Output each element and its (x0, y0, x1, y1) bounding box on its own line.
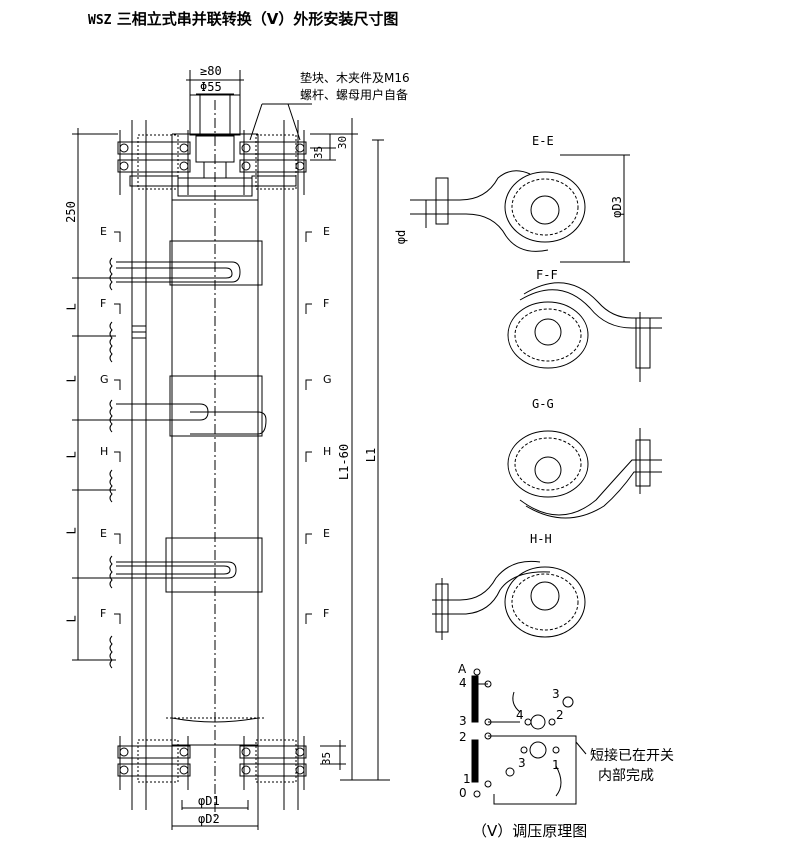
schem-3: 3 (459, 714, 467, 728)
note-line-2: 螺杆、螺母用户自备 (300, 88, 409, 102)
section-FF (507, 282, 662, 382)
dim-L-1: L (64, 303, 79, 311)
schem-2: 2 (459, 730, 467, 744)
schem-c2: 2 (556, 708, 564, 722)
model-code: WSZ (88, 13, 112, 28)
dim-35-bottom: 35 (320, 751, 334, 766)
dimension-lines (72, 70, 390, 830)
section-HH (432, 560, 586, 640)
schem-note-line-2: 内部完成 (598, 768, 654, 784)
sec-G-left: G (100, 373, 109, 386)
sec-H-right: H (323, 445, 332, 458)
dim-phi55: Φ55 (200, 80, 222, 94)
schem-0: 0 (459, 786, 467, 800)
front-view (109, 94, 307, 820)
section-title-HH: H-H (530, 532, 552, 546)
sec-E2-left: E (100, 527, 107, 540)
title-text: 三相立式串并联转换（V）外形安装尺寸图 (116, 10, 399, 28)
dim-L-3: L (64, 451, 79, 459)
dim-L-5: L (64, 615, 79, 623)
note-text: 垫块、木夹件及M16 螺杆、螺母用户自备 (300, 70, 410, 104)
switch-cylinder (165, 100, 266, 820)
dim-phiD3: φD3 (609, 196, 624, 218)
note-line-1: 垫块、木夹件及M16 (300, 71, 410, 85)
dim-L-4: L (64, 527, 79, 535)
top-right-clamp (239, 130, 307, 195)
dim-ge80: ≥80 (200, 64, 222, 78)
sec-E2-right: E (323, 527, 330, 540)
section-markers (114, 231, 312, 624)
sec-E-right: E (323, 225, 330, 238)
drawing-title: WSZ 三相立式串并联转换（V）外形安装尺寸图 (88, 8, 398, 29)
dim-35-top: 35 (312, 145, 326, 160)
support-rods (131, 120, 299, 810)
schem-c4: 4 (516, 708, 524, 722)
dim-250: 250 (63, 201, 78, 223)
top-left-clamp (117, 130, 191, 195)
schem-c3b: 3 (518, 756, 526, 770)
schem-c3: 3 (552, 687, 560, 701)
sec-F-right: F (323, 297, 330, 310)
schem-4: 4 (459, 676, 467, 690)
schem-c1: 1 (552, 758, 560, 772)
section-title-GG: G-G (532, 397, 554, 411)
sec-G-right: G (323, 373, 332, 386)
section-EE (410, 154, 630, 263)
schem-note-line-1: 短接已在开关 (590, 748, 674, 764)
bottom-left-clamp (117, 736, 191, 790)
schematic-caption: （V）调压原理图 (472, 822, 588, 840)
schem-note: 短接已在开关 内部完成 (590, 746, 674, 786)
section-title-FF: F-F (536, 268, 558, 282)
dim-phiD1: φD1 (198, 794, 220, 808)
dim-L1-60: L1-60 (337, 443, 352, 481)
section-GG (507, 428, 662, 519)
bottom-right-clamp (239, 736, 307, 790)
dim-phiD2: φD2 (198, 812, 220, 826)
sec-F-left: F (100, 297, 107, 310)
sec-H-left: H (100, 445, 109, 458)
dim-30: 30 (336, 135, 350, 150)
tap-terminals (109, 257, 146, 669)
dim-L-2: L (64, 375, 79, 383)
schem-A: A (458, 662, 467, 676)
lead-wires (116, 261, 267, 579)
sec-F2-right: F (323, 607, 330, 620)
sec-E-left: E (100, 225, 107, 238)
dim-phid: φd (394, 229, 409, 245)
schem-1: 1 (463, 772, 471, 786)
regulation-schematic (471, 668, 587, 805)
dim-L1: L1 (364, 447, 379, 463)
section-title-EE: E-E (532, 134, 554, 148)
sec-F2-left: F (100, 607, 107, 620)
